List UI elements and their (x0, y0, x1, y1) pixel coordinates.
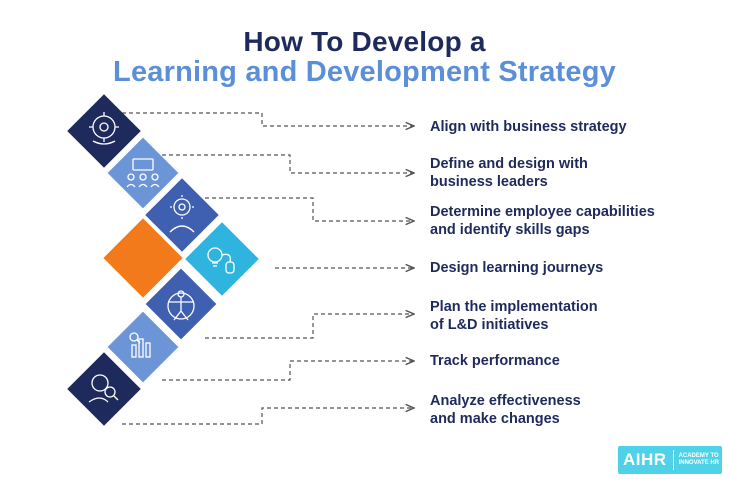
step-diamond-1 (67, 94, 141, 168)
step-diamond-4 (185, 222, 259, 296)
step-5-line-2: of L&D initiatives (430, 317, 549, 333)
logo-sub-line-1: ACADEMY TO (678, 453, 719, 459)
step-label-1: Align with business strategy (430, 118, 627, 136)
step-label-4: Design learning journeys (430, 259, 603, 277)
step-6-line-1: Track performance (430, 353, 560, 369)
step-diamond-3 (145, 178, 219, 252)
connectors (122, 112, 414, 425)
step-label-2: Define and design with business leaders (430, 155, 588, 191)
chart-magnifier-icon (129, 332, 151, 358)
step-label-3: Determine employee capabilities and iden… (430, 203, 655, 239)
connector-2 (162, 154, 414, 173)
step-diamond-5 (145, 268, 217, 340)
step-5-line-1: Plan the implementation (430, 299, 598, 315)
title-line-1: How To Develop a (243, 26, 486, 57)
step-7-line-2: and make changes (430, 411, 560, 427)
person-gear-icon (169, 195, 195, 233)
aihr-logo: AIHR ACADEMY TO INNOVATE HR (618, 446, 722, 474)
step-2-line-1: Define and design with (430, 156, 588, 172)
analyst-icon (88, 374, 119, 403)
connector-1 (122, 112, 414, 126)
meeting-icon (126, 158, 160, 188)
connector-7 (122, 408, 414, 425)
step-7-line-1: Analyze effectiveness (430, 393, 581, 409)
idea-path-icon (207, 247, 235, 274)
step-2-line-2: business leaders (430, 174, 548, 190)
logo-main-text: AIHR (623, 450, 667, 469)
step-diamond-7 (67, 352, 141, 426)
logo-sub-line-2: INNOVATE HR (678, 460, 720, 466)
logo-divider (672, 450, 674, 470)
step-label-5: Plan the implementation of L&D initiativ… (430, 298, 598, 334)
title-line-2: Learning and Development Strategy (113, 56, 616, 88)
connector-3 (205, 197, 414, 221)
step-label-6: Track performance (430, 352, 560, 370)
connector-6 (162, 361, 414, 381)
brain-gear-icon (89, 112, 119, 145)
step-3-line-2: and identify skills gaps (430, 222, 590, 238)
step-1-line-1: Align with business strategy (430, 119, 627, 135)
step-3-line-1: Determine employee capabilities (430, 204, 655, 220)
vitruvian-icon (167, 290, 195, 321)
logo-subtitle: ACADEMY TO INNOVATE HR (674, 453, 719, 467)
connector-5 (205, 314, 414, 339)
step-label-7: Analyze effectiveness and make changes (430, 392, 581, 428)
step-4-line-1: Design learning journeys (430, 260, 604, 276)
